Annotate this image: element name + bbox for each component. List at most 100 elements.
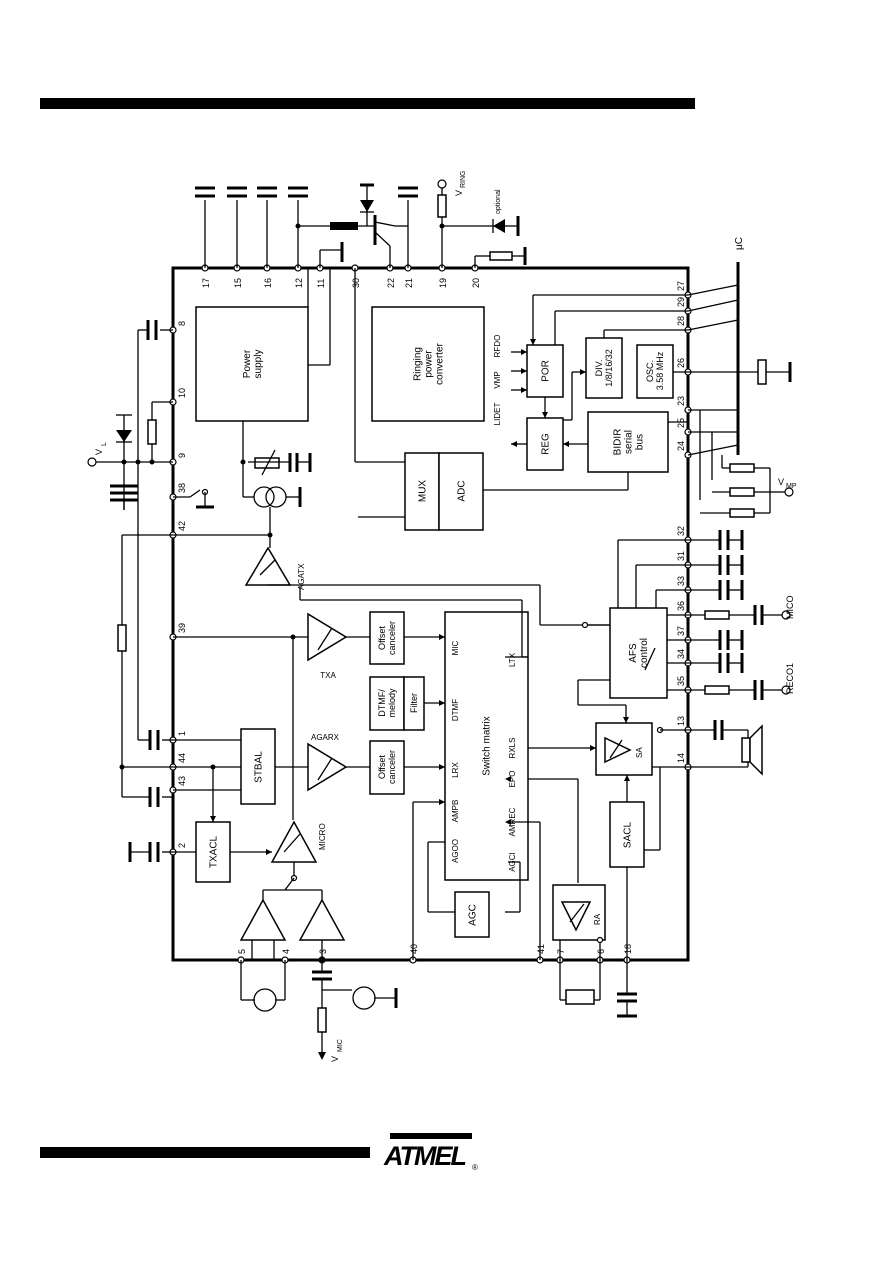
pin-label-30: 30 (351, 278, 361, 288)
sm-pin-rxls: RXLS (508, 738, 517, 759)
mux-block (404, 452, 440, 531)
sa-label: SA (635, 747, 644, 758)
pin-label-31: 31 (676, 551, 686, 561)
pin-label-34: 34 (676, 649, 686, 659)
block-label-line: converter (435, 342, 446, 384)
pin-label-19: 19 (438, 278, 448, 288)
pull-resistor (489, 251, 513, 261)
footer-rule (40, 1147, 370, 1158)
mux-label: MUX (418, 480, 429, 503)
txacl-label: TXACL (209, 835, 220, 868)
dtmf-label: DTMF/melody (377, 688, 397, 718)
block-label-line: DTMF/ (377, 689, 387, 717)
pin-label-11: 11 (316, 279, 326, 288)
mico-terminal (781, 610, 791, 620)
speaker-icon (741, 737, 751, 763)
vl-sub-label: L (101, 442, 108, 446)
pin-label-33: 33 (676, 576, 686, 586)
microphone-2-icon (352, 986, 376, 1010)
block-label-line: canceler (387, 621, 397, 655)
pin-label-28: 28 (676, 316, 686, 326)
uc-connections: V MP (530, 284, 797, 518)
block-label-line: DIV. (594, 360, 604, 377)
pin-label-5: 5 (237, 949, 247, 954)
vl-label: V (94, 449, 104, 455)
block-label-line: Ringing (413, 347, 424, 381)
ringing-external-components (295, 183, 408, 268)
agarx-label: AGARX (311, 733, 340, 742)
pin-label-42: 42 (177, 521, 187, 531)
pin-label-25: 25 (676, 418, 686, 428)
offset-canceler-rx-label: Offsetcanceler (377, 750, 397, 784)
mic-amp-1-icon (239, 898, 287, 941)
offset-canceler-tx-block (369, 611, 405, 665)
block-label-line: bus (635, 434, 646, 450)
pin-label-41: 41 (536, 944, 546, 954)
left-external-network (117, 534, 173, 862)
reco1-label: RECO1 (785, 663, 795, 694)
block-label-line: supply (253, 350, 264, 379)
ringing-converter-block (371, 306, 485, 422)
sm-pin-agoo: AGOO (451, 839, 460, 863)
power-supply-block (195, 306, 309, 422)
pin-label-13: 13 (676, 716, 686, 726)
block-label-line: Power (242, 349, 253, 378)
pin-label-1: 1 (177, 731, 187, 736)
osc-block (636, 344, 674, 399)
pin-label-7: 7 (556, 949, 566, 954)
sm-pin-ampb: AMPB (451, 800, 460, 823)
pin-label-12: 12 (294, 278, 304, 288)
txa-label: TXA (320, 671, 336, 680)
pin-label-39: 39 (177, 623, 187, 633)
sm-pin-lrx: LRX (451, 762, 460, 778)
atmel-logo-text: ATMEL (383, 1141, 465, 1171)
bidir-block (587, 411, 669, 473)
block-label-line: Offset (377, 626, 387, 650)
pin-label-35: 35 (676, 676, 686, 686)
ra-amp-icon (560, 901, 592, 932)
earpiece-icon (565, 989, 595, 1005)
block-label-line: AFS (628, 643, 639, 663)
agatx-label: AGATX (297, 563, 306, 590)
vmp-label: V (778, 477, 784, 487)
pin-label-16: 16 (263, 278, 273, 288)
crystal-icon (757, 359, 767, 385)
vl-terminal (87, 457, 97, 467)
block-label-line: OSC. (645, 360, 655, 382)
block-label-line: STBAL (254, 751, 265, 783)
block-label-line: BIDIR (613, 429, 624, 456)
pin-label-44: 44 (177, 753, 187, 763)
right-external-network: MICO RECO1 (688, 530, 795, 776)
vring-resistor (437, 194, 447, 218)
pin-label-21: 21 (404, 278, 414, 288)
vmp-sub-label: MP (786, 483, 797, 490)
offset-canceler-rx-block (369, 740, 405, 795)
block-label-line: canceler (387, 750, 397, 784)
pin-label-10: 10 (177, 388, 187, 398)
pin-label-29: 29 (676, 297, 686, 307)
series-inductor (330, 222, 358, 230)
pin-label-2: 2 (177, 843, 187, 848)
bottom-external-network: V MIC (240, 957, 637, 1062)
pin-label-37: 37 (676, 626, 686, 636)
lidet-label: LIDET (493, 403, 502, 426)
micro-amp-icon (270, 820, 318, 863)
registered-mark: ® (472, 1163, 478, 1172)
pin-label-9: 9 (177, 453, 187, 458)
block-label-line: MUX (418, 480, 429, 503)
uc-label: µC (734, 237, 745, 250)
vmic-sub-label: MIC (337, 1039, 344, 1052)
block-label-line: TXACL (209, 835, 220, 868)
sm-pin-epo: EPO (508, 771, 517, 788)
block-label-line: Switch matrix (482, 716, 493, 775)
pin-label-32: 32 (676, 526, 686, 536)
block-label-line: ADC (457, 480, 468, 501)
block-label-line: SACL (623, 822, 634, 849)
sacl-block (609, 801, 645, 868)
osc-label: OSC.3.58 MHz (645, 351, 665, 390)
pin-label-24: 24 (676, 441, 686, 451)
pin-label-14: 14 (676, 753, 686, 763)
microphone-icon (253, 988, 277, 1012)
block-label-line: melody (387, 688, 397, 718)
